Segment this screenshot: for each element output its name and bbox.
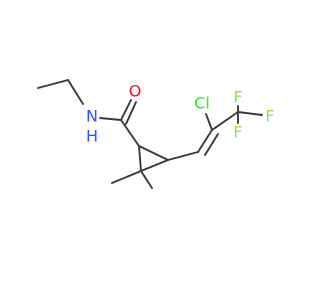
bond-ethyl-ch2-n xyxy=(67,79,84,105)
bond-ring-methyl-a xyxy=(111,170,142,184)
bond-n-carbonyl-c xyxy=(99,117,122,121)
bond-carbonyl-double-b xyxy=(125,101,137,125)
bond-vinyl-double-a xyxy=(197,129,213,153)
atom-fluorine-bottom: F xyxy=(233,123,242,142)
bond-ring-c1-c3 xyxy=(138,145,169,161)
atom-fluorine-top: F xyxy=(233,88,242,107)
atom-fluorine-right: F xyxy=(265,107,274,126)
bond-c-f-right xyxy=(237,111,263,116)
atom-nitrogen: N xyxy=(86,107,98,126)
atom-oxygen: O xyxy=(129,82,142,101)
bond-carbonyl-c-ring xyxy=(120,119,140,147)
atom-chlorine: Cl xyxy=(194,94,210,113)
bond-c-cl xyxy=(205,113,213,131)
bond-ring-c2-c3 xyxy=(140,159,169,172)
bond-ring-vinyl xyxy=(167,151,199,161)
bond-carbonyl-double-a xyxy=(120,99,132,121)
bond-ring-methyl-b xyxy=(140,170,153,189)
bond-c-cf3 xyxy=(211,111,239,131)
bond-ethyl-ch3-ch2 xyxy=(37,79,69,89)
bond-ring-c1-c2 xyxy=(138,145,142,172)
atom-hydrogen: H xyxy=(86,127,98,146)
molecule-structure-diagram: O N H Cl F F F xyxy=(37,79,275,189)
bond-vinyl-double-b xyxy=(204,133,219,156)
